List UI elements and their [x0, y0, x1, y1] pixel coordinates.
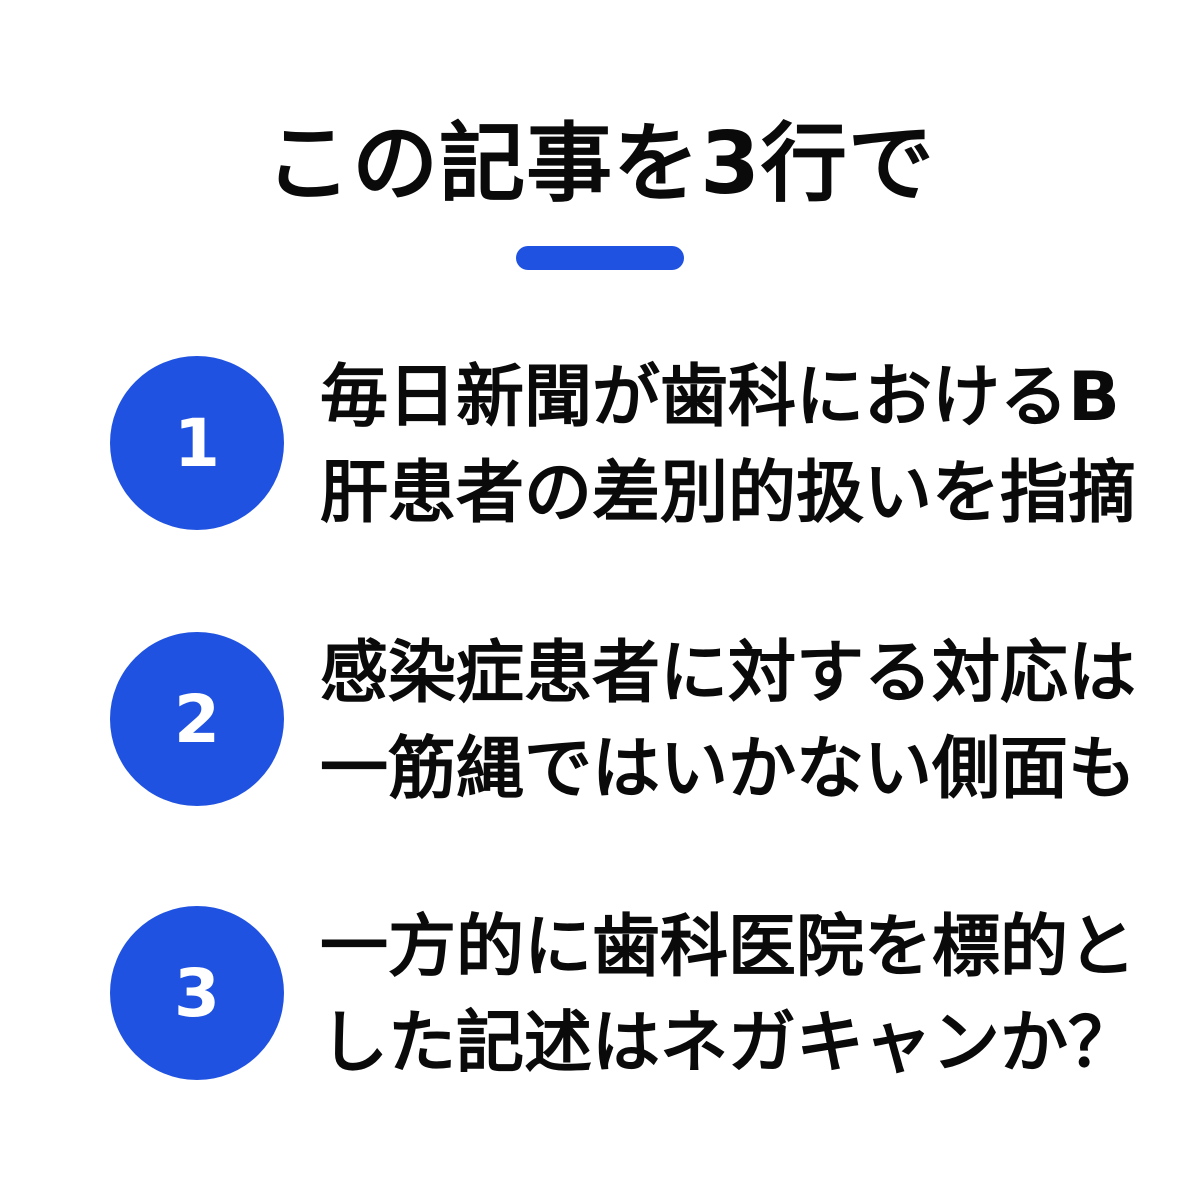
- summary-item-1: 1 毎日新聞が歯科におけるB 肝患者の差別的扱いを指摘: [110, 350, 1137, 542]
- summary-line: 一筋縄ではいかない側面も: [320, 730, 1137, 809]
- summary-text: 一方的に歯科医院を標的と した記述はネガキャンか？: [320, 900, 1137, 1092]
- summary-line: 肝患者の差別的扱いを指摘: [320, 454, 1137, 533]
- summary-text: 感染症患者に対する対応は 一筋縄ではいかない側面も: [320, 626, 1137, 818]
- number-badge: 2: [110, 632, 284, 806]
- summary-line: 一方的に歯科医院を標的と: [320, 908, 1137, 987]
- summary-line: 感染症患者に対する対応は: [320, 634, 1137, 713]
- summary-item-2: 2 感染症患者に対する対応は 一筋縄ではいかない側面も: [110, 626, 1137, 818]
- title-underline: [516, 246, 684, 270]
- summary-line: した記述はネガキャンか？: [320, 1004, 1137, 1083]
- page-title: この記事を3行で: [265, 114, 935, 214]
- summary-line: 毎日新聞が歯科におけるB: [320, 358, 1120, 437]
- summary-text: 毎日新聞が歯科におけるB 肝患者の差別的扱いを指摘: [320, 350, 1137, 542]
- number-badge: 3: [110, 906, 284, 1080]
- number-badge: 1: [110, 356, 284, 530]
- summary-item-3: 3 一方的に歯科医院を標的と した記述はネガキャンか？: [110, 900, 1137, 1092]
